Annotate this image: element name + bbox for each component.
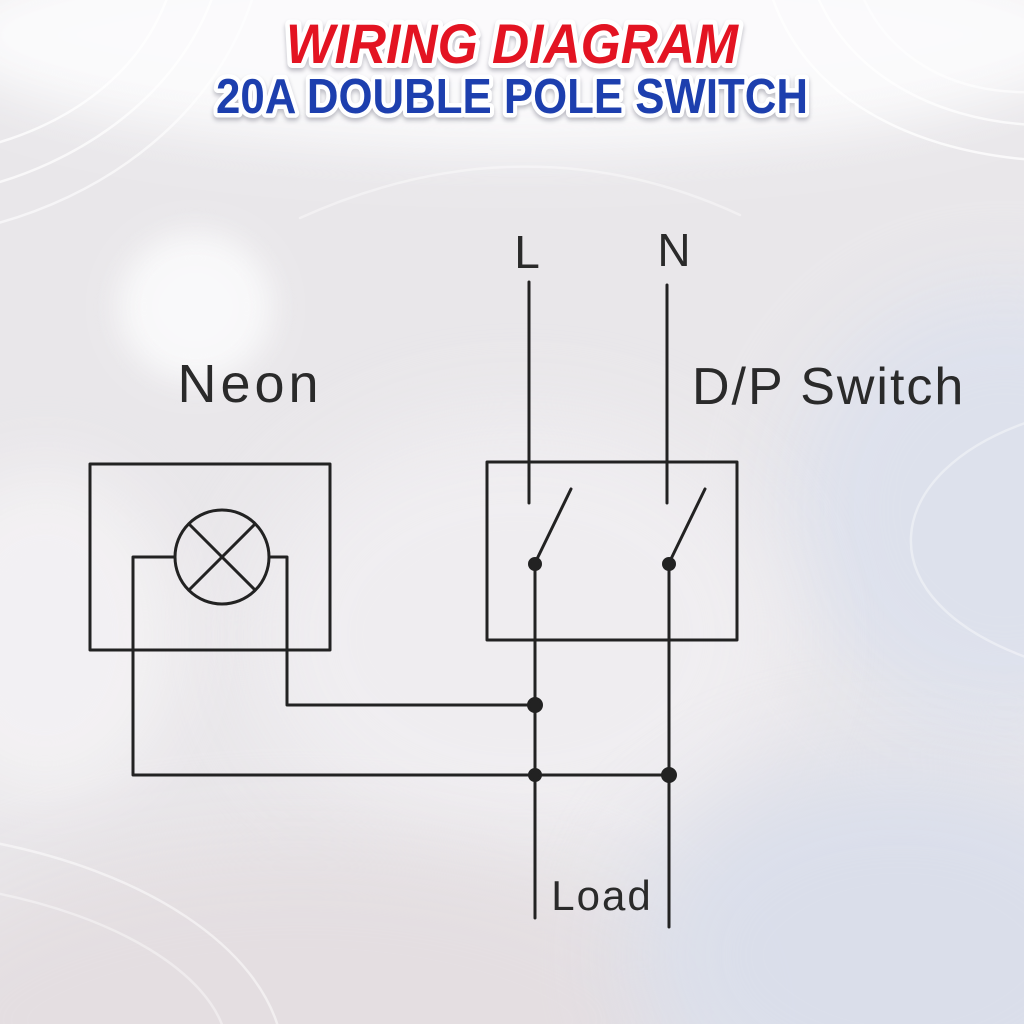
swirl-line bbox=[909, 422, 1024, 658]
header: WIRING DIAGRAM 20A DOUBLE POLE SWITCH bbox=[212, 7, 813, 129]
neutral-terminal-label: N bbox=[657, 224, 690, 276]
neon-box bbox=[88, 462, 332, 652]
junction-dot bbox=[528, 768, 542, 782]
swirl-line bbox=[0, 0, 254, 224]
dp-switch-label: D/P Switch bbox=[692, 358, 965, 416]
page-subtitle: 20A DOUBLE POLE SWITCH bbox=[216, 70, 808, 124]
junction-dot bbox=[661, 767, 677, 783]
diagram-labels: L N Neon D/P Switch Load bbox=[177, 224, 965, 919]
swirl-line bbox=[298, 165, 742, 220]
swirl-line bbox=[862, 0, 1024, 94]
lamp-cross-line bbox=[187, 522, 257, 592]
junction-dot bbox=[527, 697, 543, 713]
swirl-line bbox=[0, 842, 279, 1024]
swirl-line bbox=[817, 0, 1024, 126]
swirl-line bbox=[0, 0, 213, 184]
page-title: WIRING DIAGRAM bbox=[286, 12, 739, 75]
neon-lamp-symbol bbox=[173, 508, 271, 606]
switch-contacts bbox=[527, 460, 707, 571]
dp-switch-box bbox=[485, 460, 739, 642]
neon-wire-right bbox=[267, 555, 537, 707]
swirl-line bbox=[0, 892, 224, 1024]
switch-blade bbox=[534, 487, 573, 563]
switch-blade bbox=[668, 487, 707, 563]
circuit-wires bbox=[88, 280, 739, 929]
neon-wire-left bbox=[131, 555, 671, 777]
swirl-line bbox=[772, 0, 1024, 161]
load-label: Load bbox=[551, 872, 652, 919]
neon-label: Neon bbox=[177, 354, 322, 414]
swirl-line bbox=[0, 0, 168, 144]
line-terminal-label: L bbox=[514, 226, 540, 278]
